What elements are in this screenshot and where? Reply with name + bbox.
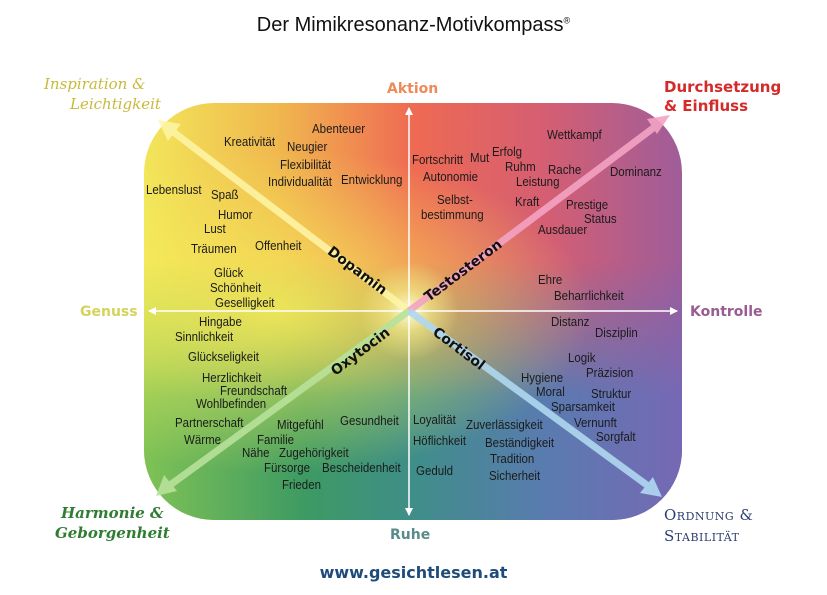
motive-word: Abenteuer bbox=[312, 122, 366, 136]
motive-word: Frieden bbox=[282, 478, 321, 492]
motive-word: Loyalität bbox=[413, 413, 456, 427]
motive-word: Neugier bbox=[287, 140, 328, 154]
motive-word: Hygiene bbox=[521, 371, 564, 385]
motive-word: Fürsorge bbox=[264, 461, 311, 475]
motive-word: Vernunft bbox=[574, 416, 617, 430]
registered-mark: ® bbox=[563, 15, 571, 26]
corner-bottom-right-line1: Ordnung & bbox=[664, 506, 754, 524]
corner-bottom-left-line1: Harmonie & bbox=[61, 504, 164, 522]
motive-word: Beharrlichkeit bbox=[554, 289, 624, 303]
corner-bottom-right-line2: Stabilität bbox=[664, 527, 740, 545]
motive-word: Wärme bbox=[184, 433, 222, 447]
page-title: Der Mimikresonanz-Motivkompass® bbox=[0, 14, 827, 37]
motive-word: Sinnlichkeit bbox=[175, 330, 234, 344]
motive-word: Freundschaft bbox=[220, 384, 288, 398]
motive-word: Lebenslust bbox=[146, 183, 202, 197]
motive-word: Träumen bbox=[191, 242, 237, 256]
motive-word: Dominanz bbox=[610, 165, 662, 179]
motive-word: Tradition bbox=[490, 452, 535, 466]
motive-word: Rache bbox=[548, 163, 582, 177]
motive-word: Status bbox=[584, 212, 617, 226]
motive-word: Moral bbox=[536, 385, 565, 399]
motive-word: Selbst- bbox=[437, 193, 473, 207]
motive-word: Schönheit bbox=[210, 281, 262, 295]
axis-label-aktion: Aktion bbox=[387, 81, 439, 97]
corner-top-right-line1: Durchsetzung bbox=[664, 78, 782, 96]
corner-top-left-line2: Leichtigkeit bbox=[70, 95, 161, 113]
motive-word: Sicherheit bbox=[489, 469, 541, 483]
motive-word: Höflichkeit bbox=[413, 434, 467, 448]
corner-label-inspiration: Inspiration & Leichtigkeit bbox=[44, 74, 161, 114]
corner-label-durchsetzung: Durchsetzung & Einfluss bbox=[664, 78, 781, 116]
motive-word: Prestige bbox=[566, 198, 609, 212]
motive-word: Partnerschaft bbox=[175, 416, 244, 430]
motive-word: Wohlbefinden bbox=[196, 397, 267, 411]
motive-word: Autonomie bbox=[423, 170, 478, 184]
motive-word: Zugehörigkeit bbox=[279, 446, 349, 460]
motive-word: Logik bbox=[568, 351, 596, 365]
motive-word: Glückseligkeit bbox=[188, 350, 259, 364]
motive-word: Erfolg bbox=[492, 145, 523, 159]
motive-word: Fortschritt bbox=[412, 153, 464, 167]
axis-label-genuss: Genuss bbox=[80, 304, 138, 320]
motive-word: Bescheidenheit bbox=[322, 461, 401, 475]
motive-word: Herzlichkeit bbox=[202, 371, 262, 385]
axis-label-kontrolle: Kontrolle bbox=[690, 304, 763, 320]
motive-word: Ausdauer bbox=[538, 223, 588, 237]
motive-word: Disziplin bbox=[595, 326, 638, 340]
motive-word: Spaß bbox=[211, 188, 239, 202]
corner-label-ordnung: Ordnung & Stabilität bbox=[664, 505, 753, 547]
corner-top-left-line1: Inspiration & bbox=[44, 75, 146, 93]
motive-word: Glück bbox=[214, 266, 244, 280]
motive-word: Offenheit bbox=[255, 239, 302, 253]
motive-word: Nähe bbox=[242, 446, 270, 460]
title-text: Der Mimikresonanz-Motivkompass bbox=[256, 14, 564, 36]
motive-word: Humor bbox=[218, 208, 253, 222]
motive-word: Ruhm bbox=[505, 160, 536, 174]
motive-word: Geduld bbox=[416, 464, 454, 478]
corner-label-harmonie: Harmonie & Geborgenheit bbox=[55, 503, 170, 543]
motive-word: Wettkampf bbox=[547, 128, 602, 142]
motive-word: Sorgfalt bbox=[596, 430, 636, 444]
axis-label-ruhe: Ruhe bbox=[390, 527, 431, 543]
motive-word: Sparsamkeit bbox=[551, 400, 615, 414]
motive-word: Mitgefühl bbox=[277, 418, 324, 432]
motive-word: bestimmung bbox=[421, 208, 484, 222]
motive-word: Lust bbox=[204, 222, 226, 236]
motive-word: Mut bbox=[470, 151, 490, 165]
motive-word: Hingabe bbox=[199, 315, 242, 329]
motive-word: Flexibilität bbox=[280, 158, 332, 172]
motive-word: Struktur bbox=[591, 387, 632, 401]
motive-word: Individualität bbox=[268, 175, 332, 189]
footer-url[interactable]: www.gesichtlesen.at bbox=[319, 563, 508, 582]
motive-word: Ehre bbox=[538, 273, 563, 287]
corner-top-right-line2: & Einfluss bbox=[664, 97, 749, 115]
motive-word: Gesundheit bbox=[340, 414, 399, 428]
motive-word: Zuverlässigkeit bbox=[466, 418, 543, 432]
motive-word: Präzision bbox=[586, 366, 634, 380]
motive-word: Geselligkeit bbox=[215, 296, 275, 310]
motive-word: Distanz bbox=[551, 315, 590, 329]
motive-word: Familie bbox=[257, 433, 295, 447]
motive-word: Beständigkeit bbox=[485, 436, 555, 450]
corner-bottom-left-line2: Geborgenheit bbox=[55, 524, 170, 542]
motive-word: Leistung bbox=[516, 175, 560, 189]
motive-word: Kraft bbox=[515, 195, 540, 209]
motive-word: Entwicklung bbox=[341, 173, 403, 187]
motive-word: Kreativität bbox=[224, 135, 276, 149]
